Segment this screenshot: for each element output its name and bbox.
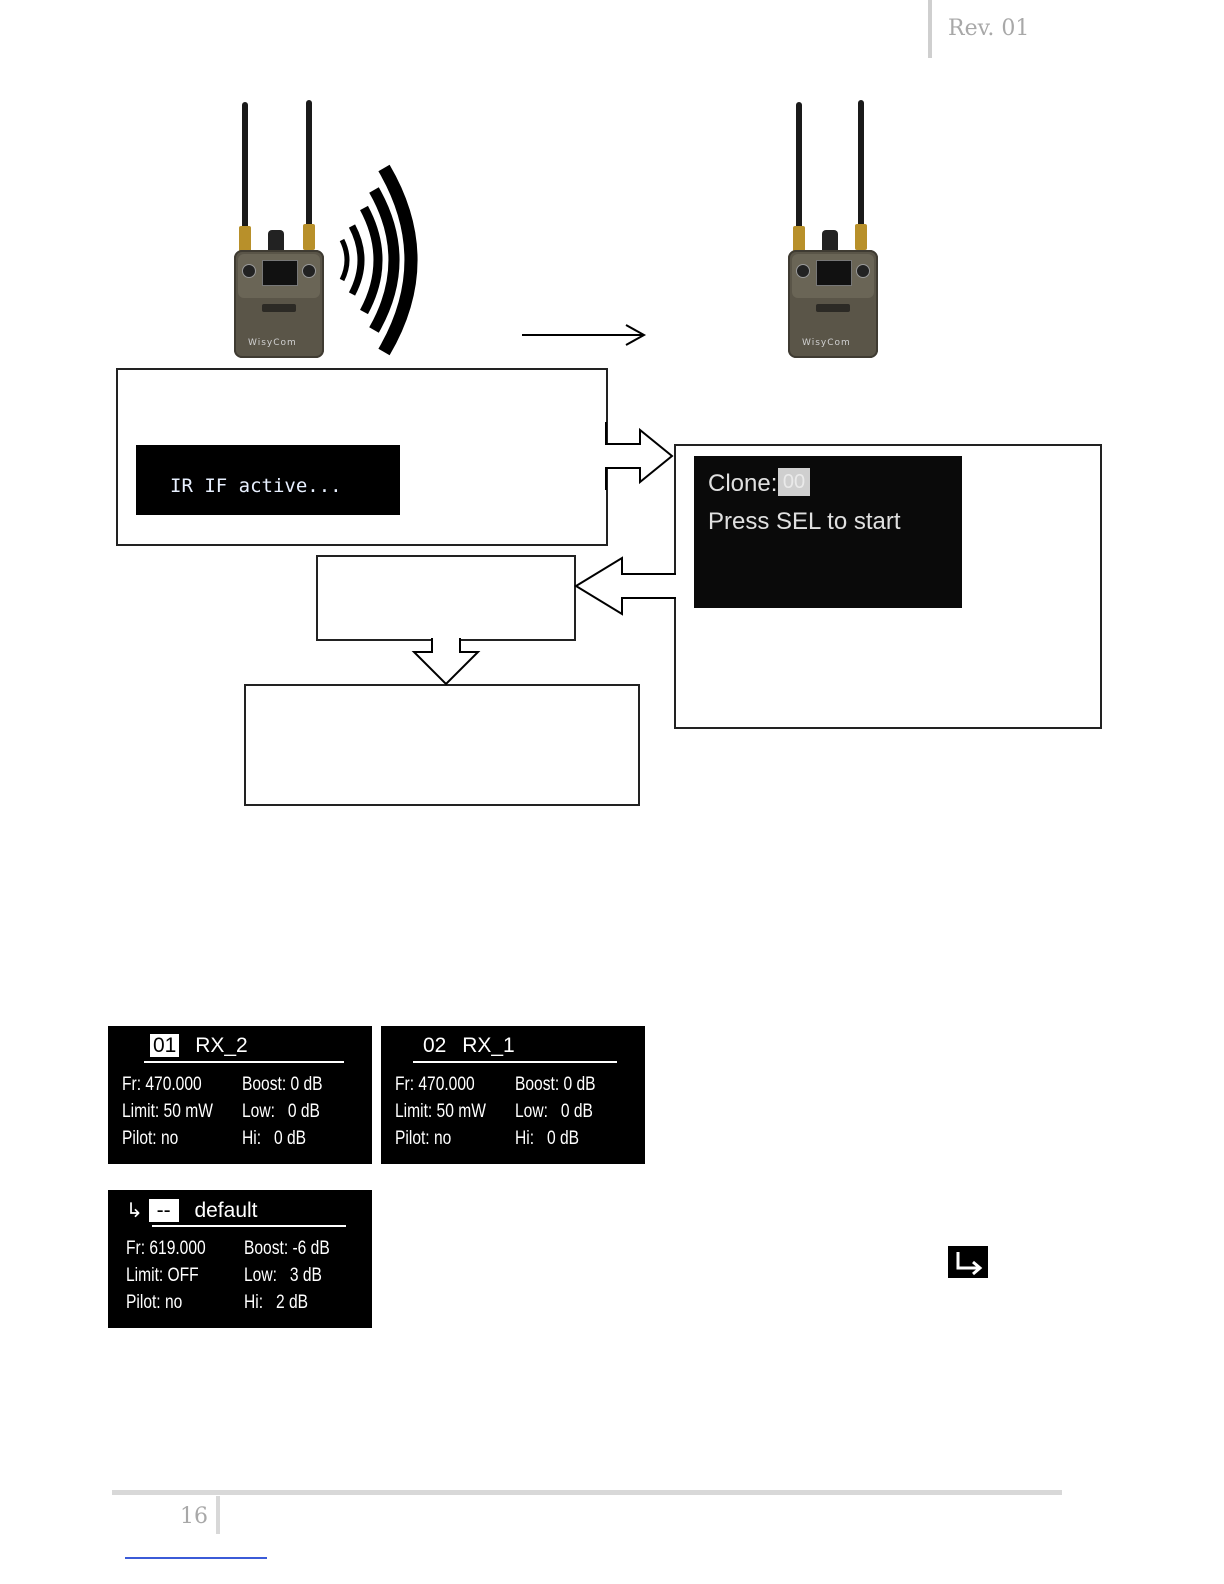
ir-active-text: IR IF active... bbox=[170, 475, 342, 497]
screen-row-left: Limit: OFF bbox=[126, 1265, 199, 1286]
header-divider bbox=[928, 0, 932, 58]
screen-row-right: Boost: 0 dB bbox=[242, 1074, 323, 1095]
return-arrow-icon: ↳ bbox=[126, 1200, 143, 1222]
screen-name: default bbox=[194, 1199, 258, 1222]
source-receiver-device: WisyCom bbox=[234, 100, 334, 360]
receiver-screen-3: ↳ -- default Fr: 619.000 Boost: -6 dB Li… bbox=[108, 1190, 372, 1328]
screen-row-left: Pilot: no bbox=[122, 1128, 179, 1149]
screen-header: 02 RX_1 bbox=[423, 1034, 515, 1058]
screen-index: 01 bbox=[150, 1034, 180, 1057]
screen-index: 02 bbox=[423, 1034, 447, 1057]
screen-row-left: Fr: 619.000 bbox=[126, 1238, 206, 1259]
screen-row-right: Hi: 0 dB bbox=[242, 1128, 307, 1149]
arrow-left-icon bbox=[574, 556, 676, 616]
device-logo: WisyCom bbox=[248, 338, 297, 348]
page-number: 16 bbox=[180, 1504, 208, 1529]
screen-header: 01 RX_2 bbox=[150, 1034, 248, 1058]
screen-row-left: Fr: 470.000 bbox=[395, 1074, 475, 1095]
clone-display: Clone: 00 Press SEL to start bbox=[694, 456, 962, 608]
screen-row-left: Limit: 50 mW bbox=[122, 1101, 213, 1122]
screen-row-left: Pilot: no bbox=[126, 1292, 183, 1313]
device-logo: WisyCom bbox=[802, 338, 851, 348]
footer-link-underline bbox=[125, 1557, 267, 1559]
target-receiver-device: WisyCom bbox=[788, 100, 888, 360]
screen-row-left: Fr: 470.000 bbox=[122, 1074, 202, 1095]
clone-value: 00 bbox=[778, 468, 810, 496]
return-arrow-icon bbox=[948, 1246, 988, 1278]
device-screen bbox=[816, 260, 852, 286]
revision-label: Rev. 01 bbox=[948, 16, 1030, 41]
screen-row-right: Low: 3 dB bbox=[244, 1265, 322, 1286]
screen-row-left: Limit: 50 mW bbox=[395, 1101, 486, 1122]
arrow-right-icon bbox=[605, 422, 674, 490]
arrow-down-icon bbox=[411, 638, 481, 686]
receiver-screen-1: 01 RX_2 Fr: 470.000 Boost: 0 dB Limit: 5… bbox=[108, 1026, 372, 1164]
clone-label: Clone: bbox=[708, 470, 778, 497]
clone-instruction: Press SEL to start bbox=[708, 508, 901, 535]
screen-header: ↳ -- default bbox=[126, 1198, 258, 1223]
footer-divider bbox=[112, 1490, 1062, 1495]
screen-row-right: Boost: -6 dB bbox=[244, 1238, 330, 1259]
step-box-middle bbox=[316, 555, 576, 641]
device-knob bbox=[242, 264, 256, 278]
screen-row-right: Hi: 0 dB bbox=[515, 1128, 580, 1149]
screen-row-left: Pilot: no bbox=[395, 1128, 452, 1149]
ir-active-display: IR IF active... bbox=[136, 445, 400, 515]
device-knob bbox=[796, 264, 810, 278]
screen-row-right: Hi: 2 dB bbox=[244, 1292, 309, 1313]
screen-row-right: Boost: 0 dB bbox=[515, 1074, 596, 1095]
screen-row-right: Low: 0 dB bbox=[242, 1101, 320, 1122]
receiver-screen-2: 02 RX_1 Fr: 470.000 Boost: 0 dB Limit: 5… bbox=[381, 1026, 645, 1164]
device-knob bbox=[302, 264, 316, 278]
transfer-arrow-icon bbox=[522, 324, 647, 346]
page-number-divider bbox=[216, 1496, 220, 1534]
device-knob bbox=[856, 264, 870, 278]
device-screen bbox=[262, 260, 298, 286]
ir-signal-icon bbox=[339, 164, 418, 356]
step-box-result bbox=[244, 684, 640, 806]
screen-name: RX_1 bbox=[462, 1034, 515, 1057]
screen-row-right: Low: 0 dB bbox=[515, 1101, 593, 1122]
screen-name: RX_2 bbox=[195, 1034, 248, 1057]
screen-index: -- bbox=[148, 1199, 179, 1222]
